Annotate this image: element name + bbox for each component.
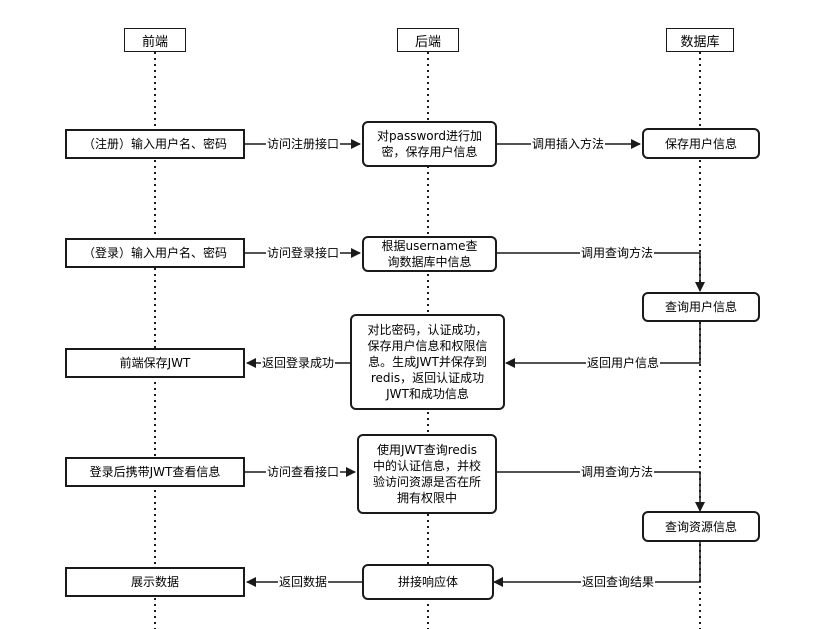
access-db-to-back-label: 返回查询结果 (580, 575, 656, 589)
login-back-to-front-label: 返回登录成功 (260, 356, 336, 370)
login-result-box: 对比密码，认证成功， 保存用户信息和权限信 息。生成JWT并保存到 redis，… (350, 314, 505, 410)
access-result-box: 拼接响应体 (362, 564, 494, 600)
register-front-box: （注册）输入用户名、密码 (65, 129, 245, 159)
login-back-box: 根据username查 询数据库中信息 (362, 236, 497, 272)
access-back-box: 使用JWT查询redis 中的认证信息，并校 验访问资源是否在所 拥有权限中 (357, 434, 497, 514)
register-front-to-back-label: 访问注册接口 (265, 137, 341, 151)
login-front-box: （登录）输入用户名、密码 (65, 238, 245, 268)
register-db-box: 保存用户信息 (642, 128, 760, 159)
lane-header-database: 数据库 (666, 28, 734, 52)
access-back-to-db-label: 调用查询方法 (579, 465, 655, 479)
lane-header-frontend: 前端 (124, 28, 186, 52)
lane-header-backend: 后端 (397, 28, 459, 52)
access-back-to-db-arrow (497, 471, 705, 512)
register-back-to-db-label: 调用插入方法 (530, 137, 606, 151)
login-back-to-db-arrow (497, 252, 705, 292)
access-db-box: 查询资源信息 (642, 511, 760, 542)
login-db-to-back-label: 返回用户信息 (585, 356, 661, 370)
login-front-result-box: 前端保存JWT (65, 348, 245, 378)
access-db-to-back-arrow (493, 542, 701, 587)
access-front-result-box: 展示数据 (65, 567, 245, 597)
login-front-to-back-label: 访问登录接口 (265, 246, 341, 260)
register-back-box: 对password进行加 密，保存用户信息 (362, 121, 497, 167)
access-front-to-back-label: 访问查看接口 (265, 465, 341, 479)
login-db-box: 查询用户信息 (642, 292, 760, 322)
login-back-to-db-label: 调用查询方法 (579, 246, 655, 260)
login-db-to-back-arrow (505, 322, 701, 368)
access-front-box: 登录后携带JWT查看信息 (65, 457, 245, 487)
access-back-to-front-label: 返回数据 (277, 575, 329, 589)
